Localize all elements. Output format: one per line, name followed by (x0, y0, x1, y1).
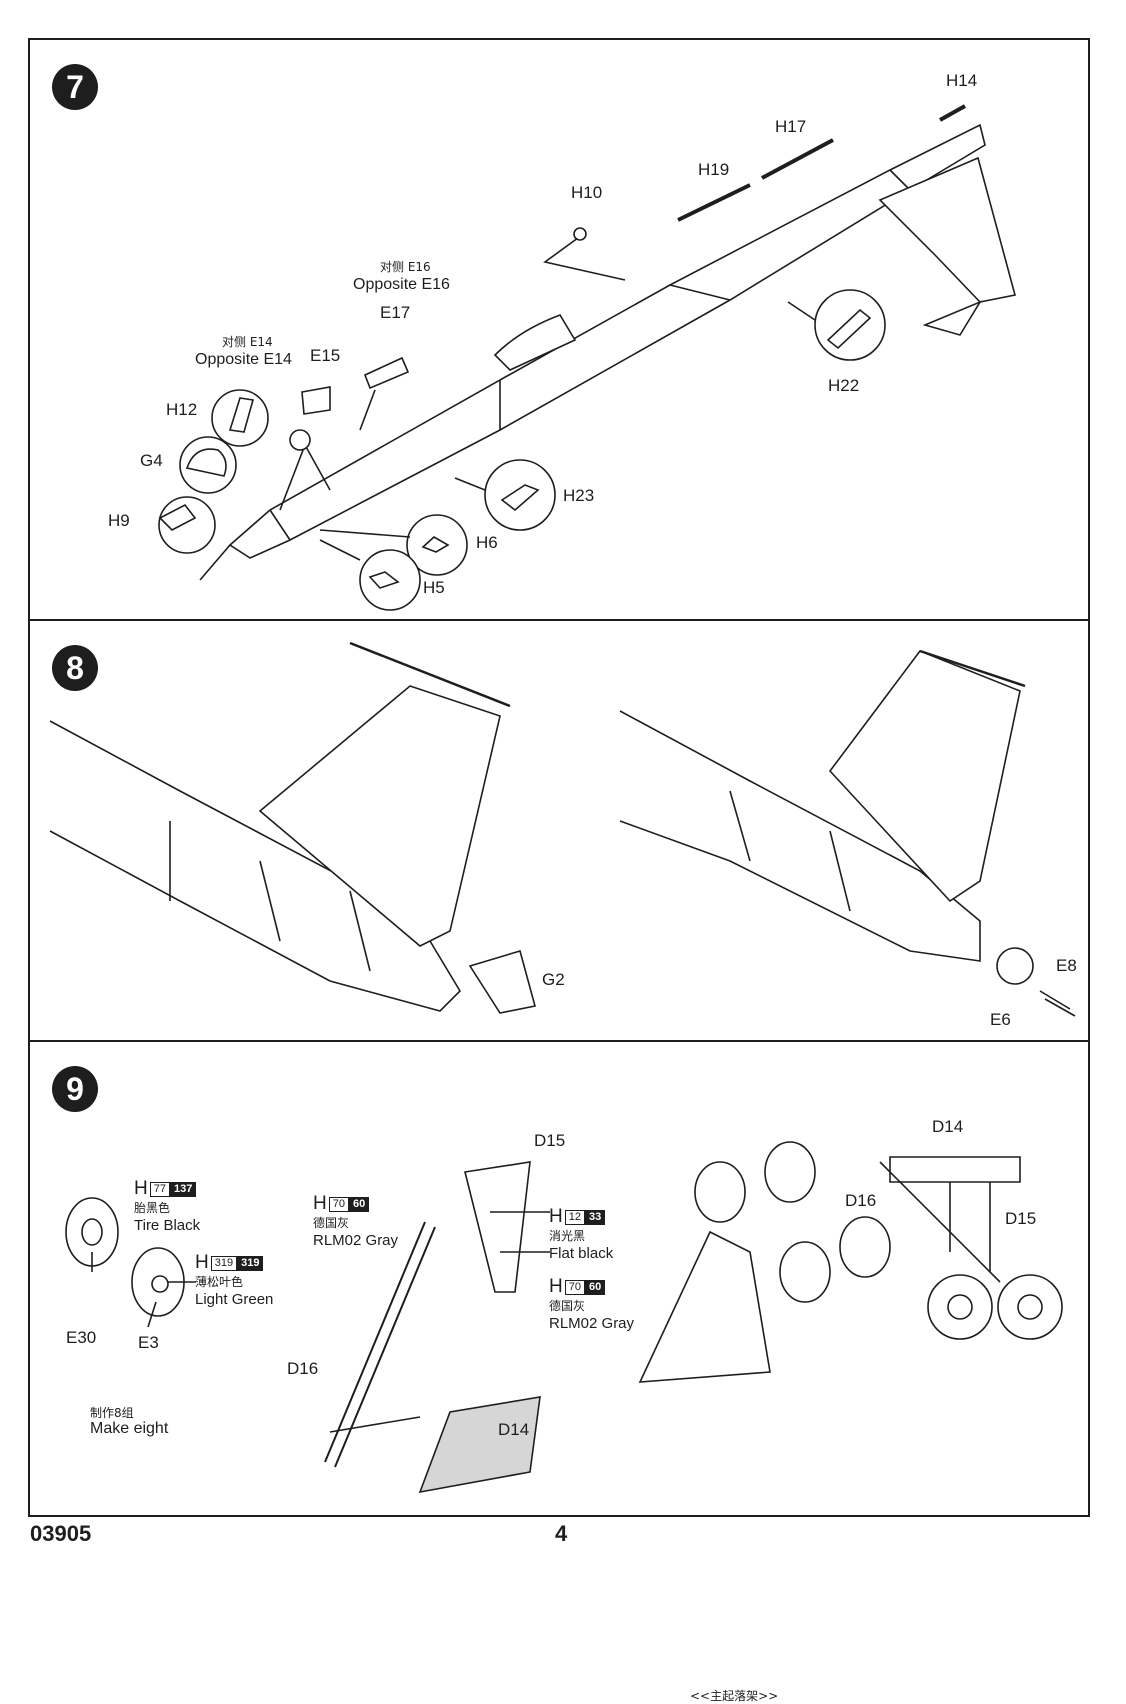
part-label-e3: E3 (138, 1333, 159, 1352)
step-number-8: 8 (52, 645, 98, 691)
part-label-h17: H17 (775, 117, 807, 136)
part-label-e16-en: Opposite E16 (353, 276, 450, 293)
paint-letter: H (549, 1206, 563, 1227)
paint-name-en: Tire Black (134, 1217, 201, 1234)
paint-code: 77 (149, 1182, 170, 1197)
part-label-d15-right: D15 (1005, 1209, 1037, 1228)
paint-name-cn: 消光黑 (549, 1229, 586, 1243)
paint-code: 70 (328, 1197, 349, 1212)
paint-code: 319 (210, 1256, 238, 1271)
part-label-e14-en: Opposite E14 (195, 351, 292, 368)
step-7-panel: 7 (28, 38, 1090, 621)
part-label-d16-right: D16 (845, 1191, 877, 1210)
paint-letter: H (195, 1252, 209, 1273)
page-number: 4 (555, 1521, 568, 1546)
paint-letter: H (134, 1178, 148, 1199)
part-label-h14: H14 (946, 71, 978, 90)
step-8-panel: 8 G2 E8 E6 (28, 619, 1090, 1042)
paint-name-en: RLM02 Gray (549, 1315, 635, 1332)
tail-section-drawings (49, 641, 1076, 1017)
paint-name-cn: 德国灰 (549, 1299, 586, 1313)
paint-name-cn: 德国灰 (313, 1216, 350, 1230)
part-label-g2: G2 (542, 970, 565, 989)
part-label-h9: H9 (108, 511, 130, 530)
part-label-e15: E15 (310, 346, 341, 365)
paint-name-en: Light Green (195, 1291, 274, 1308)
part-label-h5: H5 (423, 578, 445, 597)
part-label-h22: H22 (828, 376, 860, 395)
landing-gear-drawings (65, 1141, 1063, 1494)
part-label-e6: E6 (990, 1010, 1011, 1029)
part-label-e30: E30 (66, 1328, 97, 1347)
paint-code-alt: 60 (584, 1280, 606, 1295)
part-label-h6: H6 (476, 533, 498, 552)
part-label-h19: H19 (698, 160, 730, 179)
part-label-d14: D14 (498, 1420, 530, 1439)
step-number-9: 9 (52, 1066, 98, 1112)
part-label-h23: H23 (563, 486, 595, 505)
step-9-panel: 9 (28, 1040, 1090, 1703)
part-label-d16: D16 (287, 1359, 319, 1378)
paint-name-cn: 胎黑色 (134, 1201, 171, 1215)
paint-name-en: RLM02 Gray (313, 1232, 399, 1249)
part-label-d14-right: D14 (932, 1117, 964, 1136)
paint-code-alt: 137 (169, 1182, 197, 1197)
paint-code-alt: 319 (237, 1256, 264, 1271)
note-make-eight-en: Make eight (90, 1420, 169, 1437)
part-label-e14-cn: 对侧 E14 (222, 335, 273, 349)
paint-code: 12 (564, 1210, 585, 1225)
paint-code: 70 (564, 1280, 585, 1295)
part-label-e16-cn: 对侧 E16 (380, 260, 431, 274)
part-label-d15: D15 (534, 1131, 566, 1150)
step-number-7: 7 (52, 64, 98, 110)
part-label-e17: E17 (380, 303, 411, 322)
product-code: 03905 (30, 1521, 92, 1546)
paint-name-cn: 薄松叶色 (195, 1275, 244, 1289)
note-make-eight-cn: 制作8组 (90, 1406, 134, 1420)
paint-letter: H (313, 1193, 327, 1214)
paint-name-en: Flat black (549, 1245, 614, 1262)
part-label-h10: H10 (571, 183, 603, 202)
paint-letter: H (549, 1276, 563, 1297)
part-label-e8: E8 (1056, 956, 1077, 975)
part-label-g4: G4 (140, 451, 163, 470)
part-label-h12: H12 (166, 400, 198, 419)
paint-code-alt: 33 (584, 1210, 606, 1225)
note-main-undercarriage-cn: <<主起落架>> (690, 1689, 779, 1703)
fuselage-assembly-drawing (158, 104, 1016, 611)
paint-code-alt: 60 (348, 1197, 370, 1212)
